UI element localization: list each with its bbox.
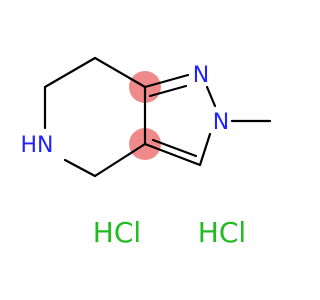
bond-n5-c4 <box>63 158 97 178</box>
bond-c3-c3a <box>143 142 202 167</box>
salt-label-hcl-2: HCl <box>198 216 246 249</box>
bond-n1-n2 <box>205 85 217 108</box>
bond-c7a-c7 <box>93 56 147 89</box>
atom-label-n1: N <box>193 63 209 88</box>
bond-c4-c3a <box>93 142 147 178</box>
salt-label-hcl-1: HCl <box>93 216 141 249</box>
bond-c3-c3a-double <box>151 138 198 158</box>
bond-c7a-n1 <box>143 73 190 89</box>
molecule-structure: N N HN HCl HCl <box>21 56 272 249</box>
pyrazole-ring-bonds <box>143 73 272 167</box>
atom-label-nh: HN <box>21 133 54 158</box>
piperidine-ring-bonds <box>43 56 147 178</box>
atom-label-n2: N <box>213 110 229 135</box>
bond-n2-c3 <box>198 132 212 167</box>
bond-c7-c6 <box>43 56 97 89</box>
bond-c7a-n1-double <box>148 84 188 98</box>
structure-canvas: N N HN HCl HCl <box>20 56 272 249</box>
